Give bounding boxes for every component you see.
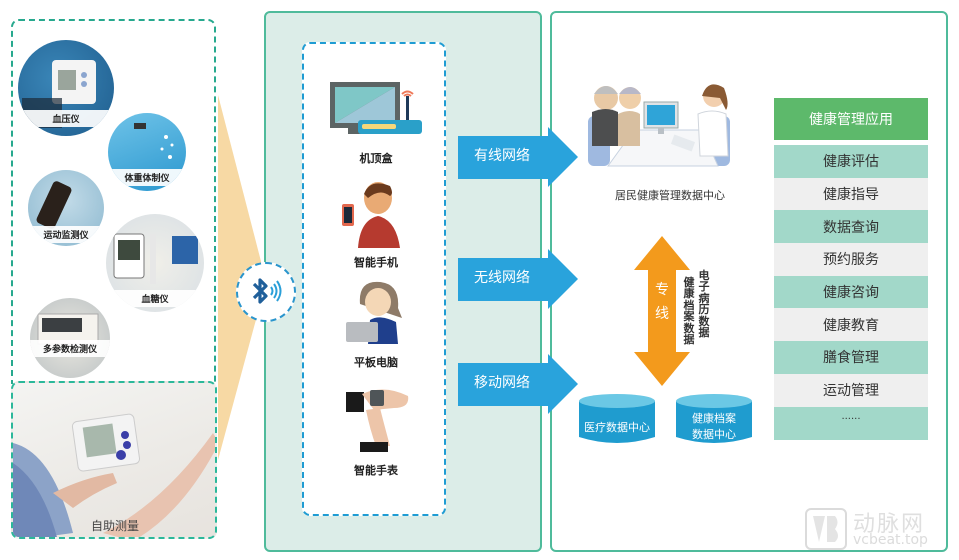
terminal-label: 智能手表: [354, 464, 398, 477]
device-label: 血压仪: [18, 110, 114, 127]
self-measure-label: 自助测量: [91, 519, 140, 533]
smartphone-icon: [342, 182, 400, 248]
bluetooth-icon: [252, 278, 282, 304]
watermark-domain: vcbeat.top: [853, 532, 928, 548]
database-health-records: 健康档案 数据中心: [674, 393, 754, 445]
database-label-line2: 数据中心: [692, 428, 736, 441]
device-multi-parameter: 多参数检测仪: [30, 298, 110, 378]
dedicated-line-label: 专线: [655, 282, 669, 322]
app-item[interactable]: 数据查询: [774, 210, 928, 244]
consultation-illustration: [588, 84, 730, 167]
data-center-caption: 居民健康管理数据中心: [615, 189, 725, 202]
device-activity-tracker: 运动监测仪: [28, 170, 104, 246]
activity-tracker-icon: [36, 181, 72, 229]
network-label: 移动网络: [474, 375, 530, 391]
multi-parameter-monitor-icon: [37, 313, 99, 345]
body-scale-icon: [134, 123, 174, 159]
network-label: 无线网络: [474, 270, 530, 286]
terminal-label: 机顶盒: [359, 152, 393, 165]
glucose-meter-icon: [113, 233, 198, 284]
health-apps-list: 健康管理应用 健康评估 健康指导 数据查询 预约服务 健康咨询 健康教育 膳食管…: [774, 98, 928, 440]
device-label: 多参数检测仪: [30, 340, 110, 357]
self-measure-photo: 自助测量: [11, 381, 217, 539]
arrow-right-icon: [458, 249, 578, 309]
app-item[interactable]: 健康评估: [774, 145, 928, 178]
tablet-icon: [346, 281, 402, 344]
flow-label-emr: 电子病历数据: [698, 269, 710, 340]
device-label: 血糖仪: [106, 290, 204, 307]
watermark-brand: 动脉网: [853, 512, 926, 537]
database-medical: 医疗数据中心: [577, 393, 657, 445]
set-top-box-icon: [330, 82, 422, 134]
devices-group: [11, 19, 216, 384]
database-icon: [579, 394, 655, 443]
network-label: 有线网络: [474, 148, 530, 164]
app-item[interactable]: 运动管理: [774, 373, 928, 407]
app-item[interactable]: 预约服务: [774, 243, 928, 276]
device-label: 体重体制仪: [108, 169, 186, 186]
terminal-label: 智能手机: [354, 256, 398, 269]
device-blood-pressure: 血压仪: [18, 40, 114, 136]
network-wireless-arrow: 无线网络: [458, 249, 583, 309]
app-item[interactable]: 健康咨询: [774, 275, 928, 309]
flow-label-health-records: 健康档案数据: [683, 276, 695, 347]
bluetooth-connector: [236, 262, 296, 322]
app-item[interactable]: 健康指导: [774, 177, 928, 211]
apps-header: 健康管理应用: [774, 98, 928, 140]
device-body-scale: 体重体制仪: [108, 113, 186, 191]
app-item[interactable]: 健康教育: [774, 308, 928, 342]
self-measure-illustration: [13, 413, 215, 537]
device-label: 运动监测仪: [28, 226, 104, 243]
dedicated-line-arrow: [634, 236, 690, 386]
device-glucose-meter: 血糖仪: [106, 214, 204, 312]
vb-logo-icon: [805, 508, 847, 550]
terminal-label: 平板电脑: [354, 356, 398, 369]
arrow-right-icon: [458, 354, 578, 414]
database-label: 医疗数据中心: [584, 421, 650, 434]
app-item-more: ......: [774, 406, 928, 440]
database-icon: [676, 394, 752, 443]
network-wired-arrow: 有线网络: [458, 127, 583, 187]
arrow-right-icon: [458, 127, 578, 187]
network-mobile-arrow: 移动网络: [458, 354, 583, 414]
terminal-group: 机顶盒 智能手机 平板电脑 智能手表: [302, 42, 446, 516]
smartwatch-icon: [346, 389, 409, 452]
database-label-line1: 健康档案: [692, 412, 736, 425]
app-item[interactable]: 膳食管理: [774, 341, 928, 374]
watermark: 动脉网 vcbeat.top: [805, 506, 955, 552]
